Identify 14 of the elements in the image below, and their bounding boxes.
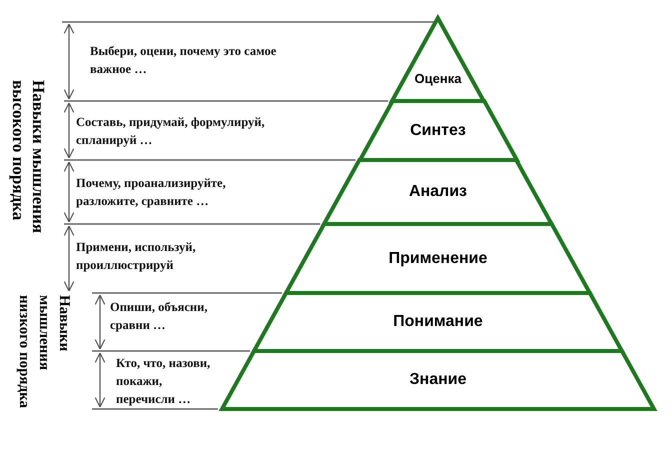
level-label: Анализ: [408, 183, 468, 201]
level-label: Применение: [388, 250, 488, 268]
example-questions: Выбери, оцени, почему это самое важное …: [90, 43, 278, 78]
example-questions: Почему, проанализируйте, разложите, сравните …: [76, 175, 227, 210]
example-questions: Примени, используй, проиллюстрируй: [76, 239, 197, 274]
group-label: Навыки мышления низкого порядка: [15, 295, 73, 410]
group-label: Навыки мышления высокого порядка: [8, 80, 48, 236]
level-label: Оценка: [414, 71, 462, 86]
example-questions: Кто, что, назови, покажи, перечисли …: [116, 355, 212, 408]
example-questions: Составь, придумай, формулируй, спланируй …: [76, 114, 266, 149]
level-label: Знание: [408, 371, 468, 389]
level-label: Синтез: [409, 122, 467, 140]
level-label: Понимание: [392, 313, 484, 331]
example-questions: Опиши, объясни, сравни …: [110, 299, 208, 334]
